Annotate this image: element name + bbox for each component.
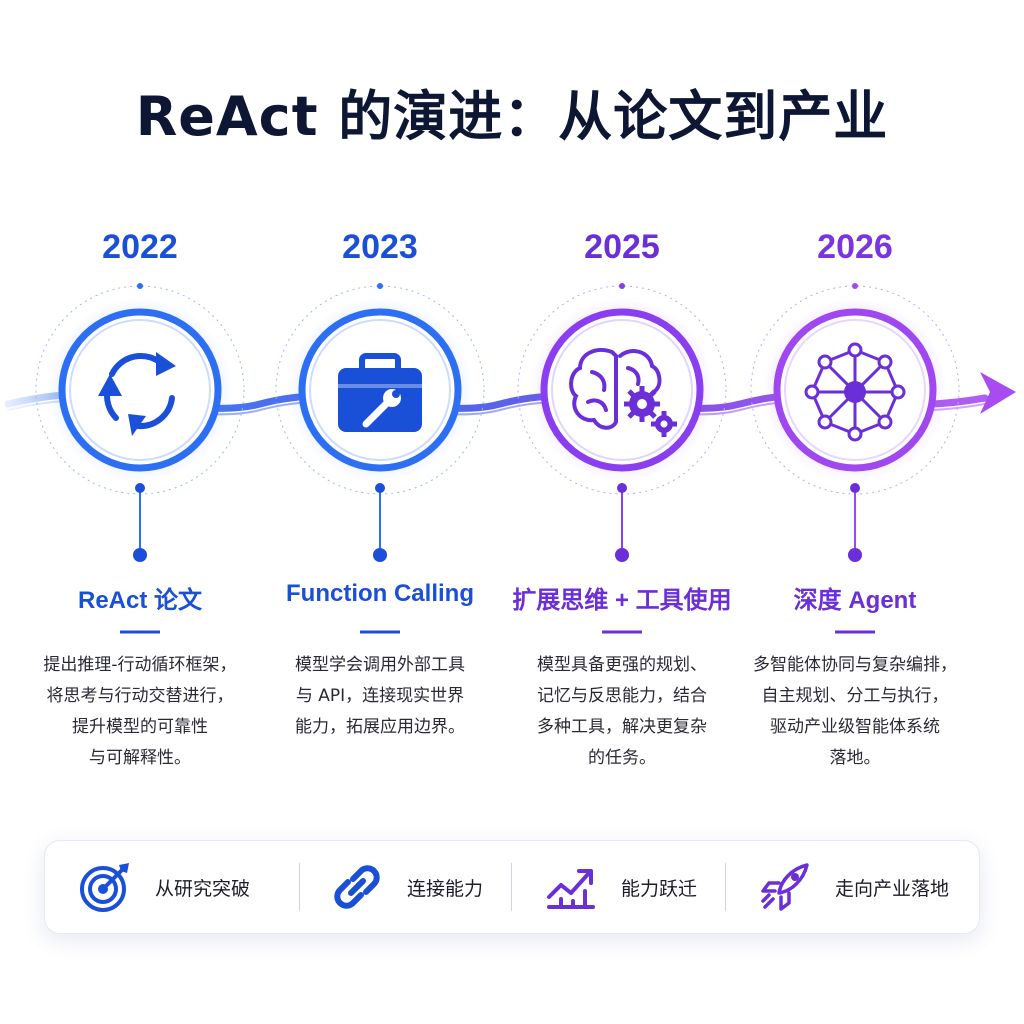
milestone-desc: 提出推理-行动循环框架， 将思考与行动交替进行， 提升模型的可靠性 与可解释性。	[20, 650, 260, 774]
summary-label: 连接能力	[407, 877, 484, 900]
desc-line: 模型具备更强的规划、	[537, 655, 707, 675]
timeline-arrow-icon	[980, 372, 1016, 414]
milestone-node-2023	[275, 283, 485, 562]
page-title: ReAct 的演进：从论文到产业	[135, 85, 889, 148]
milestone-desc: 模型具备更强的规划、 记忆与反思能力，结合 多种工具，解决更复杂 的任务。	[502, 650, 742, 774]
milestone-title: 扩展思维 + 工具使用	[512, 587, 732, 614]
desc-line: 与 API，连接现实世界	[295, 686, 465, 706]
summary-label: 走向产业落地	[835, 877, 950, 900]
desc-line: 多智能体协同与复杂编排，	[753, 655, 957, 675]
desc-line: 提升模型的可靠性	[72, 717, 208, 737]
rocket-icon	[761, 863, 809, 911]
milestone-desc: 模型学会调用外部工具 与 API，连接现实世界 能力，拓展应用边界。	[260, 650, 500, 743]
milestone-node-2022	[35, 283, 245, 562]
desc-line: 驱动产业级智能体系统	[770, 717, 940, 737]
desc-line: 模型学会调用外部工具	[295, 655, 465, 675]
desc-line: 能力，拓展应用边界。	[295, 717, 465, 737]
summary-bar: 从研究突破 连接能力 能力跃迁	[44, 840, 980, 934]
year-label: 2025	[584, 228, 660, 266]
summary-item-industry: 走向产业落地	[757, 841, 949, 933]
desc-line: 多种工具，解决更复杂	[537, 717, 707, 737]
desc-line: 将思考与行动交替进行，	[46, 686, 234, 706]
growth-chart-icon	[547, 869, 595, 909]
year-label: 2026	[817, 228, 893, 266]
link-icon	[334, 865, 380, 909]
desc-line: 自主规划、分工与执行，	[761, 686, 949, 706]
milestone-desc: 多智能体协同与复杂编排， 自主规划、分工与执行， 驱动产业级智能体系统 落地。	[735, 650, 975, 774]
brain-gears-icon	[569, 348, 662, 430]
divider	[725, 863, 726, 911]
milestone-node-2026	[750, 283, 960, 562]
year-label: 2023	[342, 228, 418, 266]
gear-icon	[624, 386, 677, 437]
milestone-title: Function Calling	[286, 580, 474, 607]
toolbox-wrench-icon	[338, 353, 422, 432]
divider	[299, 863, 300, 911]
divider	[511, 863, 512, 911]
year-label: 2022	[102, 228, 178, 266]
desc-line: 记忆与反思能力，结合	[537, 686, 707, 706]
desc-line: 提出推理-行动循环框架，	[43, 655, 237, 675]
summary-item-research: 从研究突破	[77, 841, 250, 933]
desc-line: 落地。	[829, 748, 881, 768]
target-icon	[80, 863, 129, 912]
milestone-node-2025	[517, 283, 727, 562]
desc-line: 与可解释性。	[89, 748, 191, 768]
summary-item-connect: 连接能力	[329, 841, 483, 933]
milestone-title: 深度 Agent	[793, 587, 917, 614]
summary-item-leap: 能力跃迁	[543, 841, 697, 933]
summary-label: 从研究突破	[155, 877, 251, 900]
milestone-title: ReAct 论文	[77, 587, 203, 614]
desc-line: 的任务。	[588, 748, 656, 768]
summary-label: 能力跃迁	[621, 877, 698, 900]
